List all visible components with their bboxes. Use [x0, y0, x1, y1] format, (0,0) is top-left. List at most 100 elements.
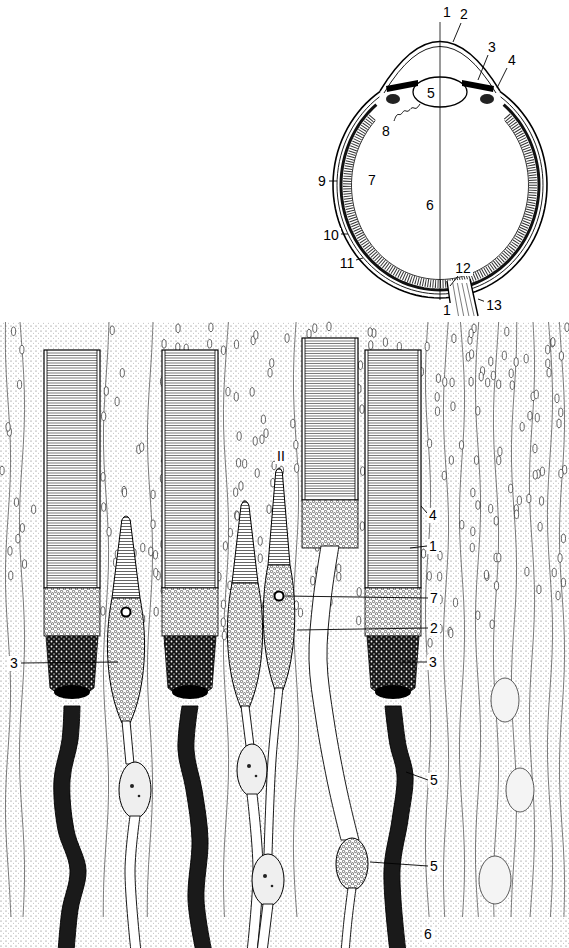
glial-process	[425, 322, 430, 917]
pigment-granule	[534, 390, 538, 399]
disc-line	[368, 393, 418, 394]
callout-number: 4	[427, 508, 439, 523]
disc-line	[165, 563, 215, 564]
disc-line	[165, 400, 215, 401]
callout-number: 6	[424, 198, 436, 213]
pigment-granule	[357, 616, 361, 625]
disc-line	[47, 545, 97, 546]
pigment-granule	[509, 369, 513, 378]
glial-process	[511, 322, 517, 917]
pigment-granule	[555, 394, 559, 403]
disc-line	[368, 435, 418, 436]
disc-line	[368, 493, 418, 494]
disc-line	[368, 538, 418, 539]
leader-lines	[21, 23, 507, 866]
disc-line	[305, 446, 355, 447]
pigment-granule	[509, 484, 513, 493]
disc-line	[47, 478, 97, 479]
disc-line	[305, 471, 355, 472]
disc-line	[165, 510, 215, 511]
pigment-granule	[435, 407, 439, 416]
disc-line	[305, 376, 355, 377]
disc-line	[368, 473, 418, 474]
pigment-granule	[470, 543, 474, 552]
pigment-granule	[311, 576, 315, 585]
disc-line	[165, 418, 215, 419]
disc-line	[368, 495, 418, 496]
disc-line	[165, 383, 215, 384]
disc-line	[368, 413, 418, 414]
disc-line	[47, 580, 97, 581]
cone-fiber	[122, 721, 134, 764]
rod-fiber	[384, 706, 413, 948]
disc-line	[165, 355, 215, 356]
disc-line	[47, 450, 97, 451]
pigment-granule	[221, 618, 225, 627]
pigment-granule	[102, 503, 106, 512]
disc-line	[47, 563, 97, 564]
disc-line	[305, 461, 355, 462]
disc-line	[305, 386, 355, 387]
disc-line	[368, 488, 418, 489]
disc-line	[47, 405, 97, 406]
disc-line	[47, 383, 97, 384]
disc-line	[47, 460, 97, 461]
disc-line	[368, 540, 418, 541]
disc-line	[368, 450, 418, 451]
leader-line	[285, 596, 428, 598]
disc-line	[368, 383, 418, 384]
disc-line	[368, 520, 418, 521]
pigment-granule	[520, 422, 524, 431]
pigment-granule	[556, 591, 560, 600]
disc-line	[368, 478, 418, 479]
pigment-granule	[0, 466, 4, 475]
leader-line	[450, 276, 458, 286]
pigment-granule	[285, 334, 289, 343]
pigment-granule	[243, 459, 247, 468]
disc-line	[165, 353, 215, 354]
iris	[386, 80, 418, 92]
pigment-granule	[6, 423, 10, 432]
pigment-granule	[294, 440, 298, 449]
pigment-granule	[368, 328, 372, 337]
disc-line	[47, 470, 97, 471]
leader-line	[297, 628, 428, 630]
disc-line	[165, 393, 215, 394]
disc-line	[47, 355, 97, 356]
disc-line	[165, 440, 215, 441]
disc-line	[47, 543, 97, 544]
disc-line	[47, 473, 97, 474]
disc-line	[368, 375, 418, 376]
callout-number: 1	[441, 303, 453, 318]
disc-line	[47, 553, 97, 554]
rod-cell	[162, 350, 218, 948]
disc-line	[165, 488, 215, 489]
disc-line	[165, 480, 215, 481]
disc-line	[305, 436, 355, 437]
pigment-granule	[295, 464, 299, 473]
disc-line	[305, 361, 355, 362]
pigment-granule	[9, 571, 13, 580]
disc-line	[165, 515, 215, 516]
nucleolus	[138, 795, 141, 798]
pigment-granule	[547, 368, 551, 377]
disc-line	[47, 375, 97, 376]
disc-line	[368, 395, 418, 396]
disc-line	[165, 535, 215, 536]
pigment-granule	[561, 578, 565, 587]
disc-line	[165, 458, 215, 459]
disc-line	[165, 493, 215, 494]
ciliary-body	[480, 94, 494, 104]
disc-line	[305, 441, 355, 442]
pigment-granule	[258, 554, 262, 563]
disc-line	[47, 488, 97, 489]
disc-line	[165, 430, 215, 431]
disc-line	[47, 420, 97, 421]
disc-line	[165, 498, 215, 499]
rod-cell	[44, 350, 100, 948]
pigment-granule	[443, 378, 447, 387]
disc-line	[368, 405, 418, 406]
pigment-granule	[267, 505, 271, 514]
disc-line	[165, 465, 215, 466]
disc-line	[368, 568, 418, 569]
